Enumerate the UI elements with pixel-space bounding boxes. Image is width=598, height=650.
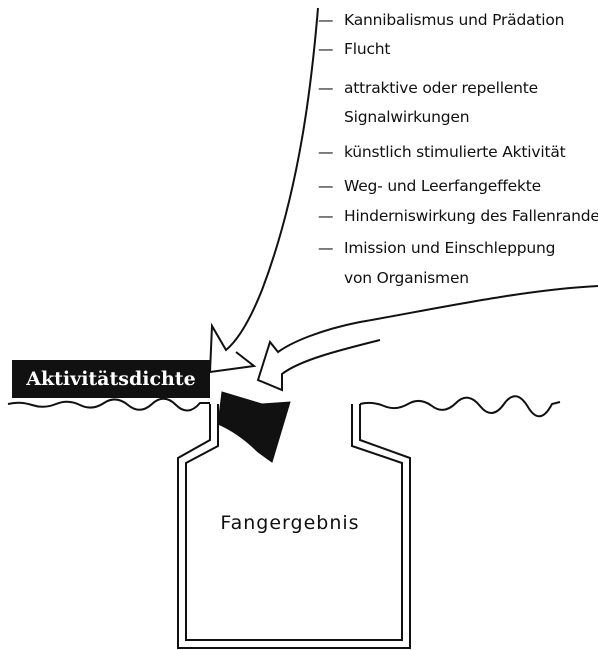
ground-line-left — [7, 397, 210, 412]
factor-text: Hinderniswirkung des Fallenrandes — [344, 207, 598, 225]
factor-item: — Imission und Einschleppung — [318, 238, 555, 258]
list-dash: — — [318, 11, 334, 29]
factor-item-continued: von Organismen — [318, 268, 469, 288]
factor-text: Imission und Einschleppung — [344, 239, 556, 257]
list-dash: — — [318, 207, 334, 225]
factor-item-continued: Signalwirkungen — [318, 107, 470, 127]
factor-item: — künstlich stimulierte Aktivität — [318, 142, 566, 162]
list-dash: — — [318, 239, 334, 257]
factor-item: — Kannibalismus und Prädation — [318, 10, 564, 30]
ground-line-right — [359, 395, 561, 418]
factor-text: Signalwirkungen — [344, 108, 470, 126]
factor-item: — attraktive oder repellente — [318, 78, 538, 98]
capture-arrow — [217, 391, 291, 463]
activity-density-label: Aktivitätsdichte — [12, 360, 210, 398]
factor-text: Weg- und Leerfangeffekte — [344, 177, 541, 195]
factor-arrow-right — [256, 285, 598, 392]
list-dash: — — [318, 143, 334, 161]
factor-text: Flucht — [344, 40, 391, 58]
list-dash: — — [318, 79, 334, 97]
factor-text: künstlich stimulierte Aktivität — [344, 143, 566, 161]
list-dash: — — [318, 177, 334, 195]
factor-text: attraktive oder repellente — [344, 79, 539, 97]
factor-item: — Weg- und Leerfangeffekte — [318, 176, 541, 196]
factor-item: — Hinderniswirkung des Fallenrandes — [318, 206, 598, 226]
factor-item: — Flucht — [318, 39, 390, 59]
trap-container-outer — [177, 404, 411, 649]
list-dash: — — [318, 40, 334, 58]
factor-text: Kannibalismus und Prädation — [344, 11, 565, 29]
trap-container-inner — [185, 404, 403, 641]
catch-result-label: Fangergebnis — [220, 512, 360, 534]
factor-arrow-top — [208, 7, 319, 374]
factor-text: von Organismen — [344, 269, 469, 287]
